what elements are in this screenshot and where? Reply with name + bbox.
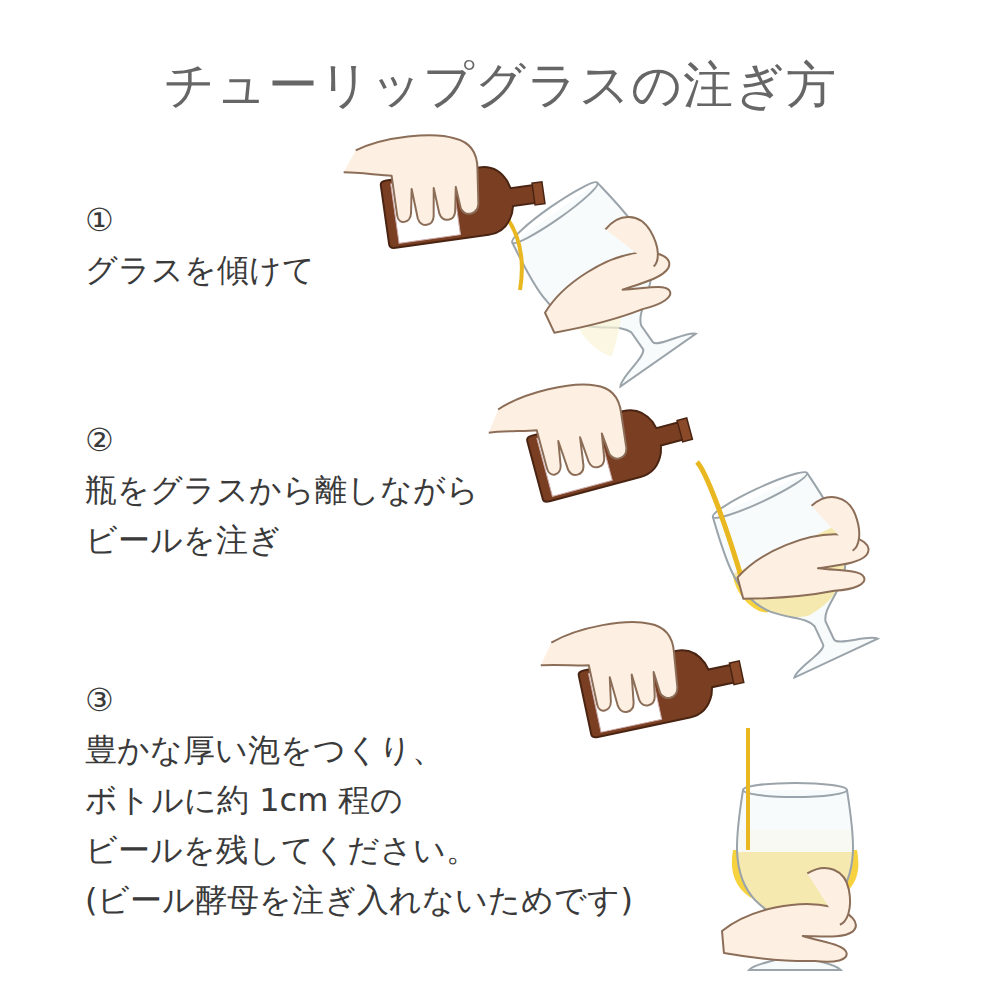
callout-number: ③ <box>85 675 165 725</box>
step-text: 豊かな厚い泡をつくり、 ボトルに約 1cm 程の ビールを残してください。 <box>85 725 515 875</box>
callout-number: ② <box>85 415 165 465</box>
step-text: グラスを傾けて <box>85 245 385 295</box>
title: チューリップグラスの注ぎ方 <box>0 52 1000 119</box>
step-text: 瓶をグラスから離しながら ビールを注ぎ <box>85 465 515 565</box>
note-text: (ビール酵母を注ぎ入れないためです) <box>85 875 725 925</box>
callout-number: ① <box>85 195 165 245</box>
